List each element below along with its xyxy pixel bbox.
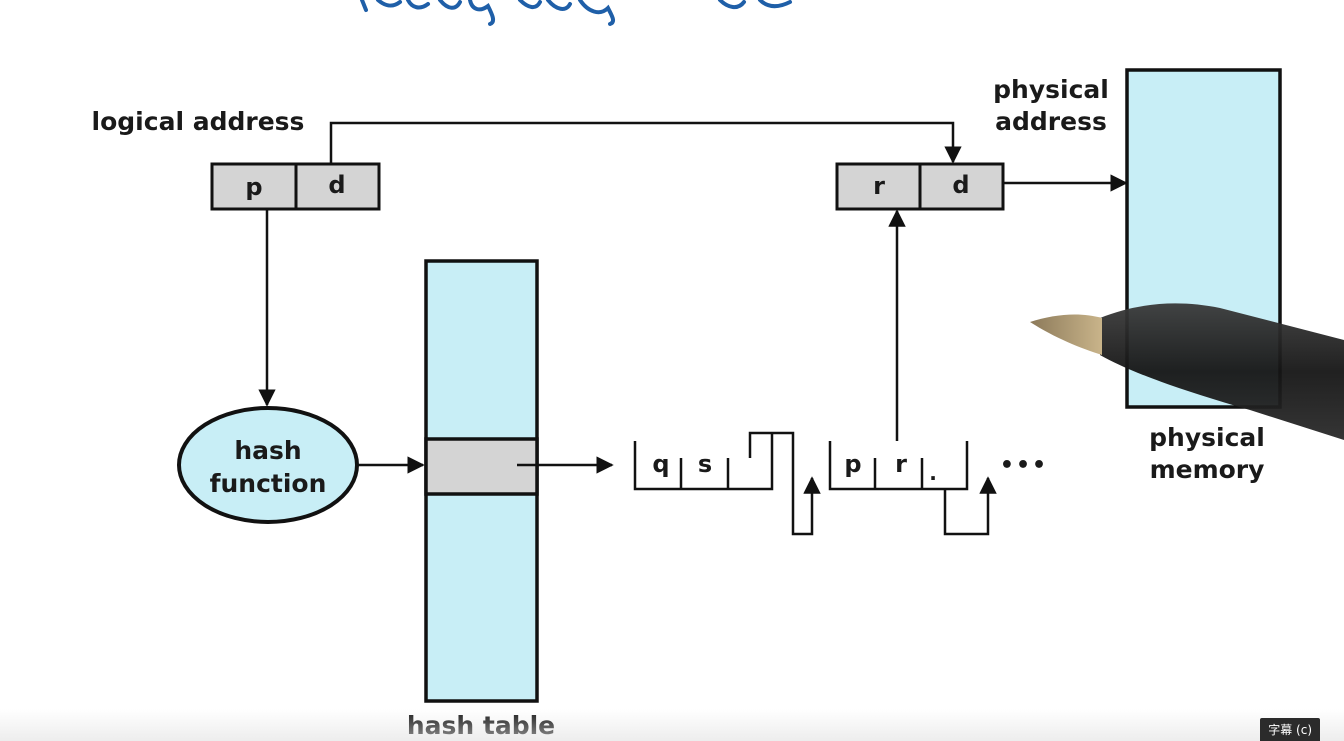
chain-node-1-key: q	[652, 450, 669, 478]
hash-function-label-line1: hash	[234, 436, 301, 465]
offset-connector-arrow	[329, 121, 962, 164]
physical-address-label-line2: address	[995, 107, 1107, 136]
logical-address-label: logical address	[92, 107, 305, 136]
pen-overlay	[1030, 303, 1344, 440]
logical-offset-letter: d	[328, 171, 345, 199]
handwritten-heading-scribble	[360, 0, 792, 26]
logical-address-box: p d	[210, 162, 381, 211]
physical-memory-label-line1: physical	[1149, 423, 1265, 452]
physical-memory-label-line2: memory	[1150, 455, 1265, 484]
physical-address-box: r d	[835, 162, 1005, 211]
chain-node-1-value: s	[698, 450, 712, 478]
physical-address-label-line1: physical	[993, 75, 1109, 104]
physical-offset-field	[918, 162, 1005, 211]
hash-function-node: hash function	[177, 406, 359, 524]
subtitles-button[interactable]: 字幕 (c)	[1260, 718, 1320, 741]
logical-offset-field	[294, 162, 381, 211]
chain-null-mark: .	[929, 461, 937, 485]
logical-page-letter: p	[245, 173, 262, 201]
hash-table	[424, 259, 539, 703]
hash-table-entry	[424, 437, 539, 496]
logical-page-field	[210, 162, 298, 211]
physical-frame-letter: r	[873, 172, 885, 200]
chain-node-2-value: r	[895, 450, 907, 478]
chain-ellipsis: •••	[1000, 453, 1048, 478]
hash-function-ellipse	[177, 406, 359, 524]
physical-offset-letter: d	[952, 171, 969, 199]
hash-table-label: hash table	[407, 711, 555, 740]
chain-node-1	[633, 431, 821, 536]
hash-function-label-line2: function	[210, 469, 327, 498]
pen-tip	[1030, 314, 1102, 355]
chain-node-2	[828, 441, 997, 536]
physical-frame-field	[835, 162, 922, 211]
chain-node-2-key: p	[844, 450, 861, 478]
pen-body	[1100, 303, 1344, 440]
